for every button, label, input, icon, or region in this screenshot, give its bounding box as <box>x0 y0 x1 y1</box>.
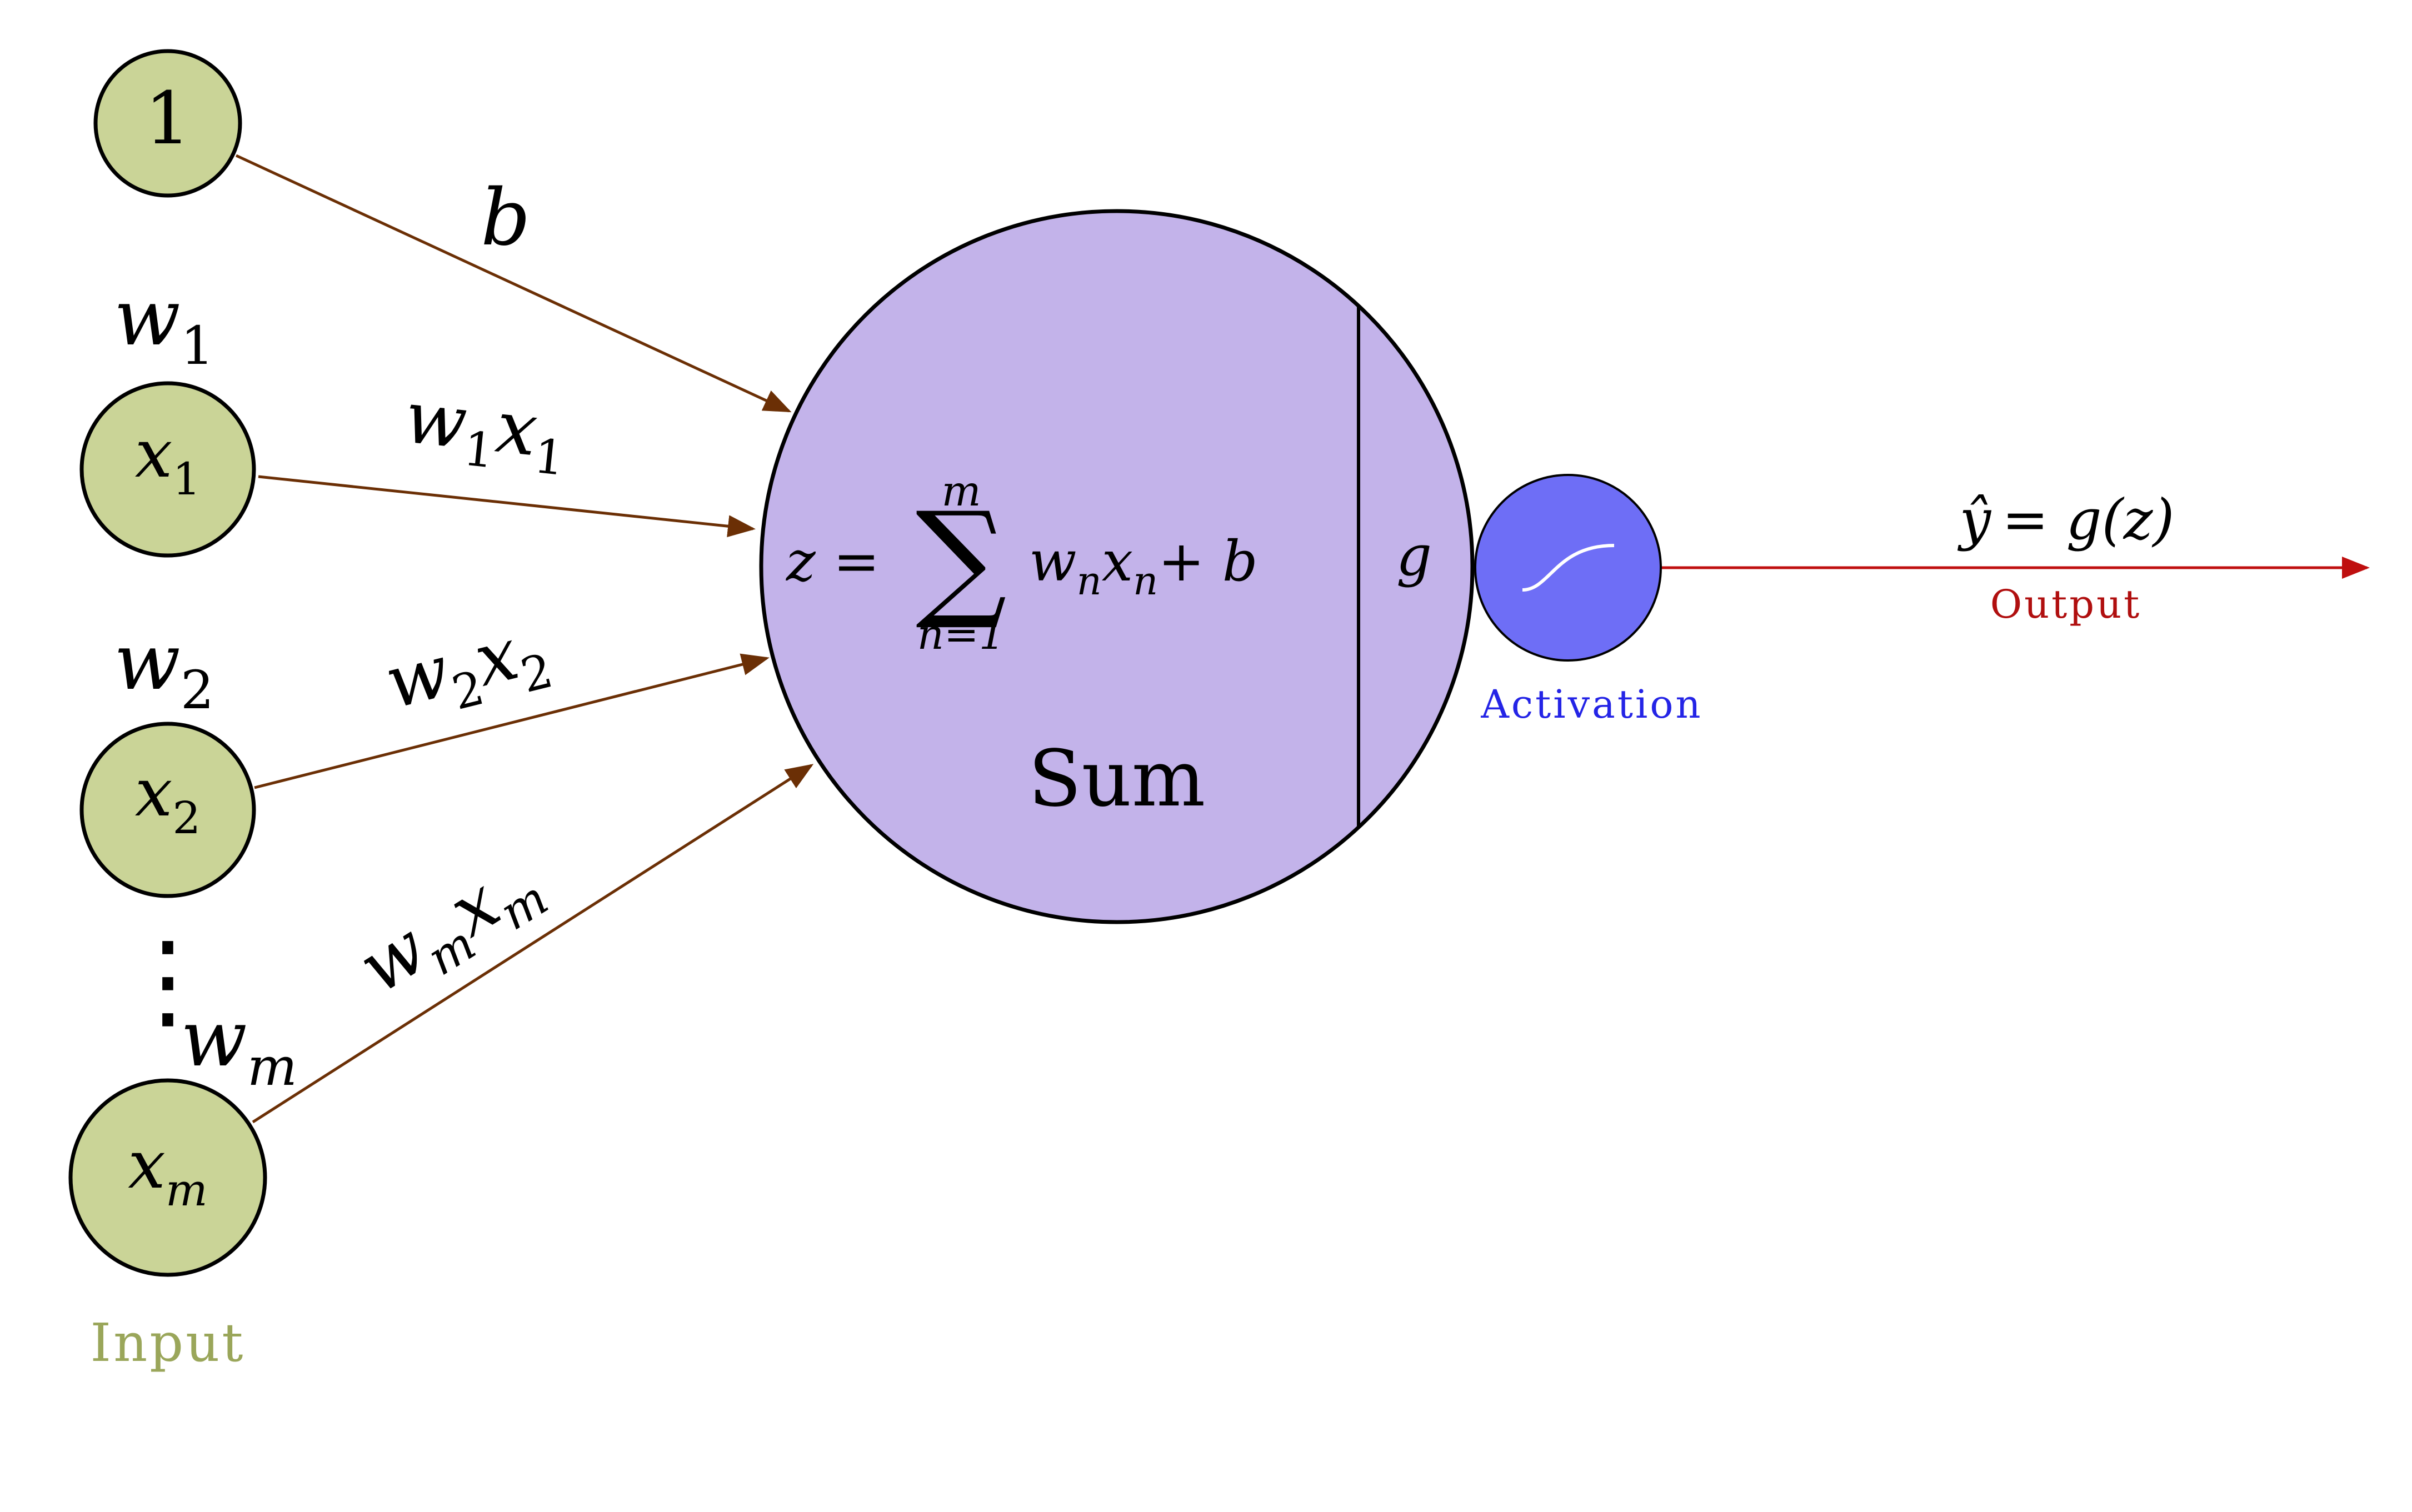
edge-x2 <box>254 653 770 789</box>
input-label-xm: xm <box>128 1127 208 1216</box>
bias-node <box>93 49 242 198</box>
weight-label-wm: wm <box>181 994 297 1098</box>
sum-formula-lower: n=1 <box>917 610 1006 659</box>
weight-label-w1: w1 <box>114 273 214 377</box>
input-label-x2: x2 <box>135 754 201 844</box>
input-label-x1: x1 <box>135 415 201 505</box>
edge-label-wmxm: wmxm <box>344 837 557 1019</box>
weight-label-w2: w2 <box>114 617 214 721</box>
activation-node <box>1474 474 1662 662</box>
input-caption: Input <box>91 1313 246 1374</box>
activation-caption: Activation <box>1480 682 1702 727</box>
sum-formula-term: wnxn+ b <box>1029 529 1258 604</box>
edge-bias <box>235 154 792 413</box>
edge-label-w2x2: w2x2 <box>377 604 558 736</box>
input-node-x2 <box>79 722 256 898</box>
output-caption: Output <box>1990 582 2142 627</box>
sigmoid-icon <box>1522 544 1615 592</box>
edge-label-w1x1: w1x1 <box>399 374 571 487</box>
edge-xm <box>252 764 814 1124</box>
edge-label-bias: b <box>481 173 531 263</box>
ellipsis: ⋮ <box>115 919 221 1042</box>
edge-x1 <box>258 475 756 538</box>
sum-formula-sigma: ∑ <box>916 485 1007 633</box>
output-formula: ŷ= g(z) <box>1957 487 2175 552</box>
sum-node <box>759 209 1475 924</box>
input-node-xm <box>68 1078 267 1277</box>
bias-node-label: 1 <box>145 76 191 161</box>
sum-label: Sum <box>1028 734 1206 824</box>
input-node-x1 <box>79 381 256 558</box>
sum-formula-upper: m <box>941 467 981 515</box>
sum-formula-lhs: z = <box>786 529 880 594</box>
activation-symbol: g <box>1396 523 1432 588</box>
